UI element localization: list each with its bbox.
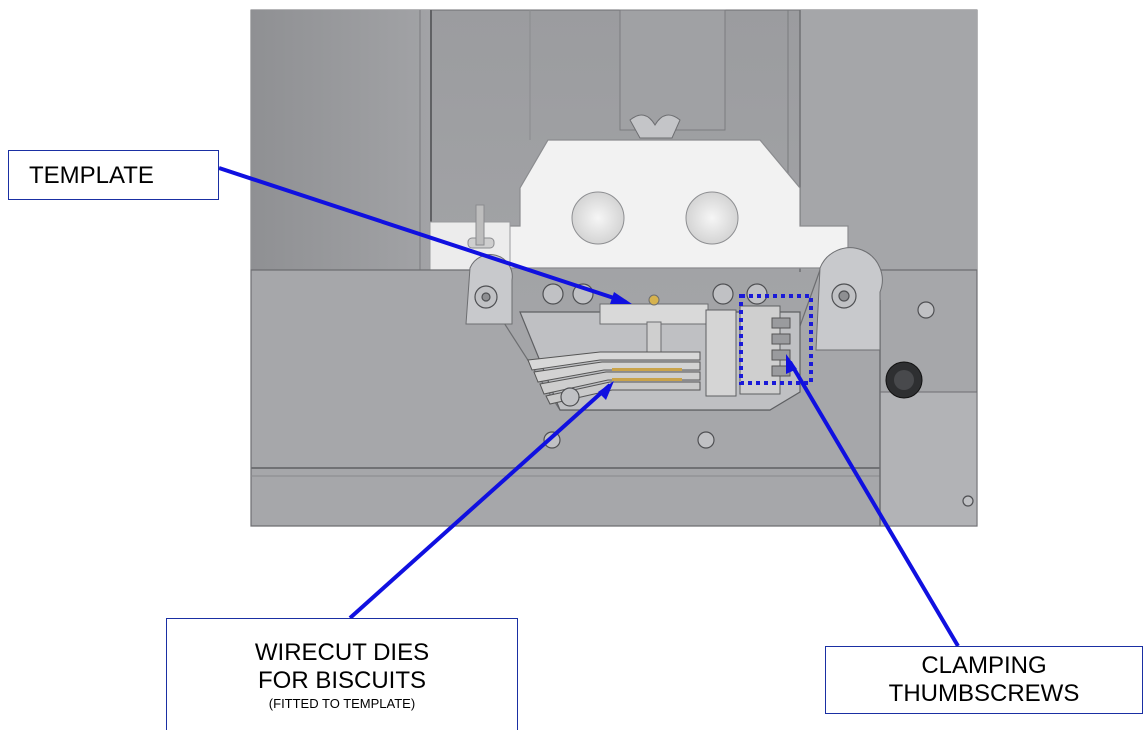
template-callout: TEMPLATE: [8, 150, 219, 200]
wirecut-dies-callout: WIRECUT DIES FOR BISCUITS (FITTED TO TEM…: [166, 618, 518, 730]
screw-head-icon: [474, 283, 974, 507]
clamping-label-line1: CLAMPING: [921, 652, 1047, 679]
template-bar: [599, 303, 709, 325]
template-arrowhead: [610, 292, 632, 304]
clamping-leader: [788, 360, 960, 648]
center-column: [619, 9, 726, 131]
template-label: TEMPLATE: [29, 162, 154, 189]
clamping-thumbscrews-highlight: [739, 294, 813, 385]
carriage-knob-left: [571, 191, 625, 245]
wing-nut-icon: [629, 114, 681, 139]
template-leader: [218, 166, 627, 304]
wirecut-leader: [348, 383, 612, 620]
right-side-block: [879, 391, 978, 527]
wirecut-arrowhead: [598, 381, 614, 400]
clamping-thumbscrews-callout: CLAMPING THUMBSCREWS: [825, 646, 1143, 714]
machine-photo: [250, 9, 978, 527]
clamping-label-line2: THUMBSCREWS: [888, 680, 1080, 707]
wirecut-dies: [527, 351, 701, 405]
wirecut-note: (FITTED TO TEMPLATE): [268, 696, 416, 711]
clamp-bars: [705, 305, 791, 397]
wirecut-label-line2: FOR BISCUITS: [257, 667, 426, 694]
carriage-knob-right: [685, 191, 739, 245]
cable-gland-icon: [885, 361, 923, 399]
leader-lines: [218, 166, 960, 648]
clamping-arrowhead: [786, 354, 797, 374]
leader-arrowheads: [598, 292, 797, 400]
wirecut-label-line1: WIRECUT DIES: [254, 639, 430, 666]
